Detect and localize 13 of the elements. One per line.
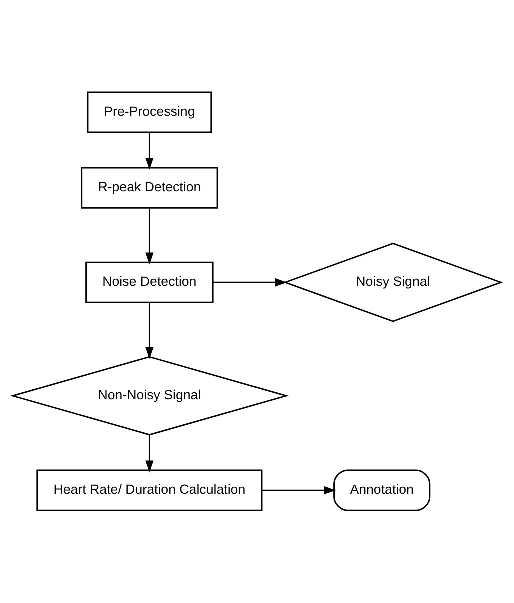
node-box: Annotation [334,470,431,512]
node-diamond: Non-Noisy Signal [10,356,290,436]
node-diamond: Noisy Signal [283,242,504,322]
node-box: R-peak Detection [81,167,218,209]
node-box: Pre-Processing [87,92,212,134]
node-box: Noise Detection [86,262,214,304]
arrow [146,435,154,473]
arrow [146,132,154,170]
arrow [262,486,336,495]
arrow [146,303,154,360]
node-box: Heart Rate/ Duration Calculation [36,470,263,512]
arrow [213,278,288,287]
arrow [146,208,154,265]
